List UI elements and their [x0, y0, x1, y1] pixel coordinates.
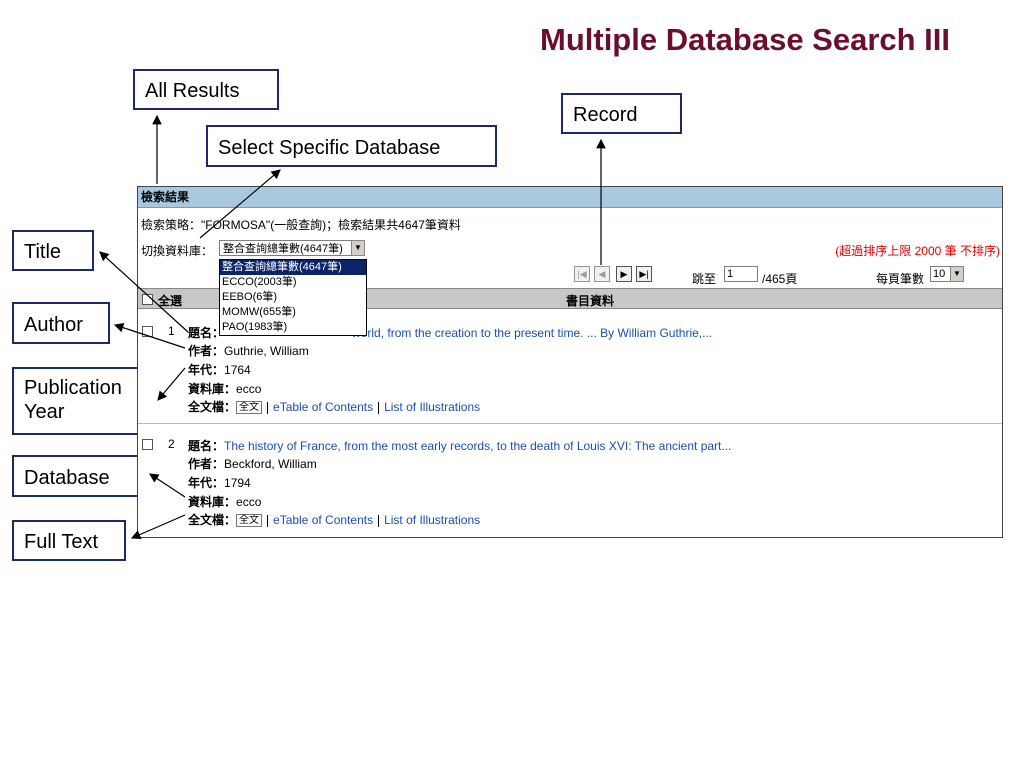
- dropdown-option-pao[interactable]: PAO(1983筆): [222, 321, 288, 333]
- callout-author: Author: [12, 302, 110, 344]
- record-author: Beckford, William: [224, 457, 317, 471]
- list-of-illustrations-link[interactable]: List of Illustrations: [384, 513, 481, 527]
- author-label: 作者：: [188, 344, 225, 358]
- record-database: ecco: [236, 382, 262, 396]
- record-year-row: 年代：1794: [188, 474, 251, 491]
- callout-select-database: Select Specific Database: [206, 125, 497, 167]
- record-number: 2: [168, 437, 175, 451]
- database-select[interactable]: 整合查詢總筆數(4647筆) ▼: [219, 240, 365, 256]
- etable-of-contents-link[interactable]: eTable of Contents: [273, 513, 374, 527]
- record-divider: [138, 423, 1002, 424]
- callout-record: Record: [561, 93, 682, 134]
- list-of-illustrations-link[interactable]: List of Illustrations: [384, 400, 481, 414]
- database-label: 資料庫：: [188, 382, 237, 396]
- record-author: Guthrie, William: [224, 344, 309, 358]
- callout-database: Database: [12, 455, 150, 497]
- fulltext-icon[interactable]: 全文: [236, 514, 263, 528]
- last-page-icon[interactable]: ▶|: [636, 266, 652, 282]
- search-results-panel: 檢索結果 檢索策略："FORMOSA"(一般查詢)；檢索結果共4647筆資料 切…: [137, 186, 1003, 538]
- callout-full-text: Full Text: [12, 520, 126, 561]
- record-title-row: 題名： world, from the creation to the prese…: [188, 324, 712, 341]
- database-select-value: 整合查詢總筆數(4647筆): [223, 243, 343, 255]
- bibliographic-column-header: 書目資料: [566, 294, 615, 308]
- chevron-down-icon[interactable]: ▼: [950, 266, 964, 282]
- select-all-label: 全選: [158, 294, 183, 308]
- search-strategy-text: 檢索策略："FORMOSA"(一般查詢)；檢索結果共4647筆資料: [141, 218, 461, 232]
- database-dropdown-list: 整合查詢總筆數(4647筆) ECCO(2003筆) EEBO(6筆) MOMW…: [219, 259, 367, 336]
- record-fulltext-row: 全文檔：全文 eTable of Contents List of Illustra…: [188, 398, 480, 415]
- sort-limit-note: (超過排序上限 2000 筆 不排序): [835, 244, 1000, 258]
- record-fulltext-row: 全文檔：全文 eTable of Contents List of Illustra…: [188, 511, 480, 528]
- select-all-checkbox[interactable]: [142, 294, 153, 305]
- record-year: 1794: [224, 476, 251, 490]
- switch-database-label: 切換資料庫：: [141, 244, 214, 258]
- record-checkbox[interactable]: [142, 326, 153, 337]
- page-number-input[interactable]: 1: [724, 266, 758, 282]
- callout-title: Title: [12, 230, 94, 271]
- callout-all-results: All Results: [133, 69, 279, 110]
- record-author-row: 作者：Beckford, William: [188, 455, 317, 472]
- fulltext-label: 全文檔：: [188, 513, 237, 527]
- record-title-link[interactable]: world, from the creation to the present …: [352, 326, 713, 340]
- dropdown-option-all[interactable]: 整合查詢總筆數(4647筆): [220, 260, 366, 275]
- etable-of-contents-link[interactable]: eTable of Contents: [273, 400, 374, 414]
- year-label: 年代：: [188, 363, 225, 377]
- author-label: 作者：: [188, 457, 225, 471]
- record-author-row: 作者：Guthrie, William: [188, 342, 309, 359]
- prev-page-icon[interactable]: ◀: [594, 266, 610, 282]
- dropdown-option-ecco[interactable]: ECCO(2003筆): [222, 276, 297, 288]
- callout-publication-year: Publication Year: [12, 367, 158, 435]
- record-database-row: 資料庫：ecco: [188, 380, 261, 397]
- fulltext-label: 全文檔：: [188, 400, 237, 414]
- per-page-select[interactable]: 10 ▼: [930, 266, 964, 282]
- record-number: 1: [168, 324, 175, 338]
- jump-to-label: 跳至: [692, 272, 717, 286]
- fulltext-icon[interactable]: 全文: [236, 401, 263, 415]
- record-title-row: 題名：The history of France, from the most …: [188, 437, 731, 454]
- per-page-label: 每頁筆數: [876, 272, 925, 286]
- record-title-link[interactable]: The history of France, from the most ear…: [224, 439, 732, 453]
- per-page-value: 10: [933, 268, 946, 280]
- year-label: 年代：: [188, 476, 225, 490]
- record-year-row: 年代：1764: [188, 361, 251, 378]
- record-year: 1764: [224, 363, 251, 377]
- first-page-icon[interactable]: |◀: [574, 266, 590, 282]
- record-checkbox[interactable]: [142, 439, 153, 450]
- title-label: 題名：: [188, 439, 225, 453]
- dropdown-option-eebo[interactable]: EEBO(6筆): [222, 291, 278, 303]
- record-database: ecco: [236, 495, 262, 509]
- dropdown-option-momw[interactable]: MOMW(655筆): [222, 306, 296, 318]
- panel-header: 檢索結果: [138, 187, 1002, 208]
- database-label: 資料庫：: [188, 495, 237, 509]
- record-database-row: 資料庫：ecco: [188, 493, 261, 510]
- title-label: 題名：: [188, 326, 225, 340]
- chevron-down-icon[interactable]: ▼: [351, 240, 365, 256]
- total-pages-text: /465頁: [762, 272, 798, 286]
- slide-title: Multiple Database Search III: [540, 22, 951, 57]
- next-page-icon[interactable]: ▶: [616, 266, 632, 282]
